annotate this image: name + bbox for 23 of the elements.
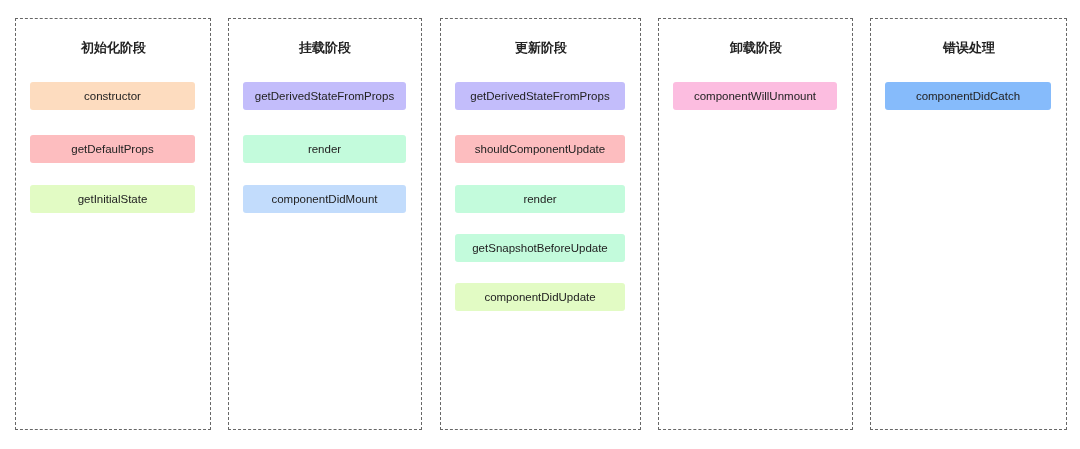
method-box: constructor [30, 82, 195, 110]
stage-panel [658, 18, 853, 430]
method-box: getSnapshotBeforeUpdate [455, 234, 625, 262]
method-box: getDefaultProps [30, 135, 195, 163]
method-box: getInitialState [30, 185, 195, 213]
stage-heading: 卸载阶段 [729, 39, 782, 57]
stage-panel [228, 18, 422, 430]
method-box: getDerivedStateFromProps [243, 82, 406, 110]
stage-heading: 更新阶段 [514, 39, 567, 57]
stage-heading: 挂载阶段 [299, 39, 351, 57]
stage-panel [440, 18, 641, 430]
stage-heading: 错误处理 [942, 39, 995, 57]
method-box: componentDidMount [243, 185, 406, 213]
stage-panel [15, 18, 211, 430]
stage-panel [870, 18, 1067, 430]
method-box: getDerivedStateFromProps [455, 82, 625, 110]
stage-heading: 初始化阶段 [80, 39, 146, 57]
method-box: componentWillUnmount [673, 82, 837, 110]
method-box: render [455, 185, 625, 213]
method-box: componentDidCatch [885, 82, 1051, 110]
method-box: render [243, 135, 406, 163]
method-box: shouldComponentUpdate [455, 135, 625, 163]
method-box: componentDidUpdate [455, 283, 625, 311]
